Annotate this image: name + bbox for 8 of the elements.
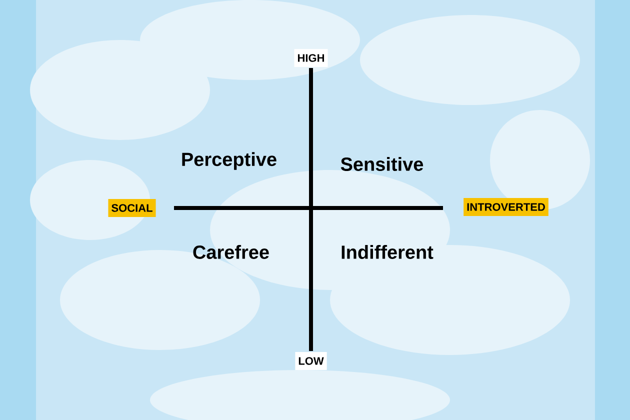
quadrant-label: Carefree	[193, 245, 269, 259]
quadrant-label: Perceptive	[182, 152, 276, 170]
quadrant-label: Sensitive	[340, 157, 424, 171]
axis-label-box: HIGH	[294, 49, 328, 67]
axis-label-box: SOCIAL	[108, 199, 156, 217]
axis-label-box: LOW	[295, 352, 327, 370]
quadrant-label: Indifferent	[342, 245, 434, 259]
axis-label-box: INTROVERTED	[464, 198, 548, 216]
